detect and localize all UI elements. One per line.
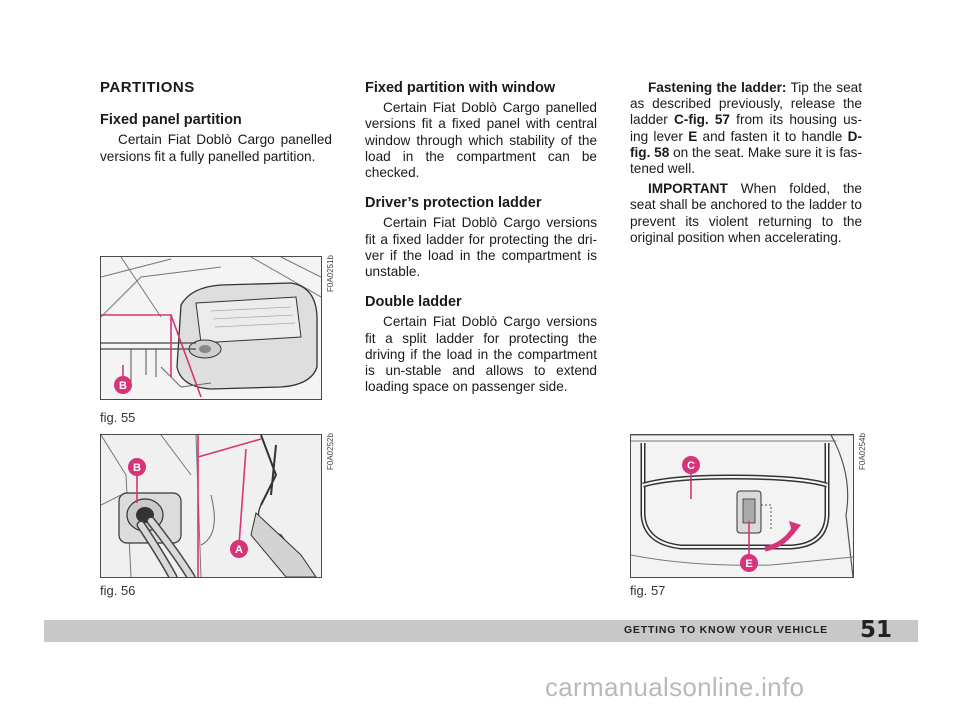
footer-section-title: GETTING TO KNOW YOUR VEHICLE [623, 624, 828, 636]
subheading-fixed-panel: Fixed panel partition [100, 112, 242, 129]
important-text: When folded, the seat shall be anchored … [630, 181, 862, 245]
figure-56-code: F0A0252b [326, 433, 335, 470]
figure-55: B [100, 256, 322, 400]
important-lead: IMPORTANT [648, 181, 728, 197]
subheading-double-ladder: Double ladder [365, 294, 462, 311]
figure-57-caption: fig. 57 [630, 583, 666, 598]
paragraph-important: IMPORTANT When folded, the seat shall be… [630, 181, 862, 246]
ref-d-fig58: D-fig. 58 [630, 128, 862, 160]
figure-55-caption: fig. 55 [100, 410, 136, 425]
callout-a: A [235, 544, 243, 556]
fastening-text-b: from its housing us-ing lever [630, 112, 862, 144]
page-number: 51 [859, 617, 892, 643]
figure-56-caption: fig. 56 [100, 583, 136, 598]
paragraph-double-ladder: Certain Fiat Doblò Cargo versions fit a … [365, 314, 597, 395]
subheading-protection-ladder: Driver’s protection ladder [365, 195, 542, 212]
column-3: Fastening the ladder: Tip the seat as de… [630, 80, 862, 246]
figure-56-illustration: A B [101, 435, 321, 577]
column-2: Fixed partition with window Certain Fiat… [365, 80, 597, 395]
figure-57-code: F0A0254b [858, 433, 867, 470]
figure-55-code: F0A0251b [326, 255, 335, 292]
callout-b: B [119, 380, 127, 392]
footer-band: GETTING TO KNOW YOUR VEHICLE 51 [44, 617, 918, 643]
callout-e: E [745, 558, 752, 570]
paragraph-fastening: Fastening the ladder: Tip the seat as de… [630, 80, 862, 177]
fastening-text-d: on the seat. Make sure it is fas-tened w… [630, 144, 863, 177]
fastening-lead: Fastening the ladder: [648, 80, 787, 95]
callout-b-fig56: B [133, 462, 141, 474]
fastening-text-c: and fasten it to handle [697, 128, 848, 144]
ref-e: E [688, 128, 698, 144]
figure-57: C E [630, 434, 854, 578]
fastening-text-a: Tip the seat as described previously, re… [630, 80, 862, 128]
ref-c-fig57: C-fig. 57 [673, 112, 730, 128]
column-1: PARTITIONS Fixed panel partition Certain… [100, 79, 332, 165]
section-heading: PARTITIONS [100, 79, 195, 96]
paragraph-fixed-panel: Certain Fiat Doblò Cargo panelled versio… [100, 132, 332, 164]
paragraph-window: Certain Fiat Doblò Cargo panelled versio… [365, 100, 597, 181]
paragraph-protection-ladder: Certain Fiat Doblò Cargo versions fit a … [365, 215, 597, 280]
watermark: carmanualsonline.info [545, 672, 805, 702]
subheading-window: Fixed partition with window [365, 80, 556, 96]
figure-57-illustration: C E [631, 435, 853, 577]
figure-55-illustration: B [101, 257, 321, 399]
callout-c: C [687, 460, 695, 472]
figure-56: A B [100, 434, 322, 578]
